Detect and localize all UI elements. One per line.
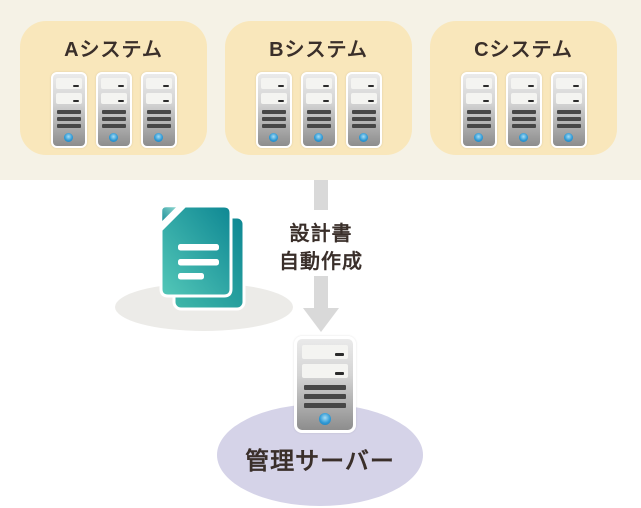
process-label-line2: 自動作成 (279, 251, 363, 273)
process-label: 設計書 自動作成 (246, 220, 396, 276)
drive-bay-slot (465, 78, 492, 89)
arrow-down-icon (314, 180, 328, 210)
vent-stripe (304, 385, 346, 390)
drive-bay-slot (100, 78, 127, 89)
drive-bay-slot (55, 78, 82, 89)
power-led (474, 133, 483, 142)
document-stack-icon (159, 204, 246, 311)
vent-stripe (306, 124, 331, 128)
power-led (269, 133, 278, 142)
management-server-label: 管理サーバー (245, 448, 395, 475)
vent-stripe (351, 124, 376, 128)
server-tower-icon (95, 72, 132, 148)
systems-band: Aシステム (0, 0, 641, 180)
vent-stripe (101, 117, 126, 121)
vent-stripe (146, 124, 171, 128)
drive-bay-slot (145, 93, 172, 104)
drive-bay-slot (302, 345, 348, 359)
server-tower-icon (300, 72, 337, 148)
power-led (64, 133, 73, 142)
system-box-b: Bシステム (225, 21, 412, 155)
server-tower-icon (140, 72, 177, 148)
drive-bay-slot (305, 93, 332, 104)
power-led (154, 133, 163, 142)
system-box-c: Cシステム (430, 21, 617, 155)
drive-bay-slot (465, 93, 492, 104)
power-led (359, 133, 368, 142)
process-label-line1: 設計書 (289, 223, 353, 245)
vent-stripe (56, 110, 81, 114)
vent-stripe (556, 110, 581, 114)
drive-bay-slot (510, 78, 537, 89)
vent-stripe (511, 117, 536, 121)
server-tower-icon (294, 336, 356, 433)
drive-bay-slot (350, 78, 377, 89)
server-tower-icon (255, 72, 292, 148)
vent-stripe (556, 117, 581, 121)
drive-bay-slot (302, 364, 348, 378)
power-led (314, 133, 323, 142)
vent-stripe (101, 124, 126, 128)
vent-stripe (146, 110, 171, 114)
system-b-server-row (255, 72, 382, 148)
vent-stripe (261, 117, 286, 121)
server-tower-icon (505, 72, 542, 148)
vent-stripe (304, 394, 346, 399)
vent-stripe (146, 117, 171, 121)
vent-stripe (306, 110, 331, 114)
drive-bay-slot (100, 93, 127, 104)
vent-stripe (511, 124, 536, 128)
system-c-title: Cシステム (474, 39, 573, 61)
vent-stripe (351, 117, 376, 121)
drive-bay-slot (260, 78, 287, 89)
drive-bay-slot (55, 93, 82, 104)
arrow-down-icon (314, 276, 328, 309)
power-led (564, 133, 573, 142)
drive-bay-slot (555, 93, 582, 104)
drive-bay-slot (145, 78, 172, 89)
drive-bay-slot (510, 93, 537, 104)
vent-stripe (351, 110, 376, 114)
vent-stripe (304, 403, 346, 408)
vent-stripe (261, 110, 286, 114)
arrow-down-icon (303, 308, 339, 332)
power-led (519, 133, 528, 142)
drive-bay-slot (260, 93, 287, 104)
vent-stripe (56, 124, 81, 128)
system-a-server-row (50, 72, 177, 148)
power-led (319, 413, 331, 425)
vent-stripe (556, 124, 581, 128)
vent-stripe (261, 124, 286, 128)
system-b-title: Bシステム (269, 39, 368, 61)
drive-bay-slot (555, 78, 582, 89)
server-tower-icon (460, 72, 497, 148)
vent-stripe (466, 110, 491, 114)
vent-stripe (511, 110, 536, 114)
drive-bay-slot (350, 93, 377, 104)
server-tower-icon (550, 72, 587, 148)
vent-stripe (466, 117, 491, 121)
system-box-a: Aシステム (20, 21, 207, 155)
vent-stripe (306, 117, 331, 121)
system-a-title: Aシステム (64, 39, 163, 61)
server-tower-icon (50, 72, 87, 148)
vent-stripe (466, 124, 491, 128)
drive-bay-slot (305, 78, 332, 89)
server-tower-icon (345, 72, 382, 148)
vent-stripe (101, 110, 126, 114)
system-c-server-row (460, 72, 587, 148)
power-led (109, 133, 118, 142)
vent-stripe (56, 117, 81, 121)
